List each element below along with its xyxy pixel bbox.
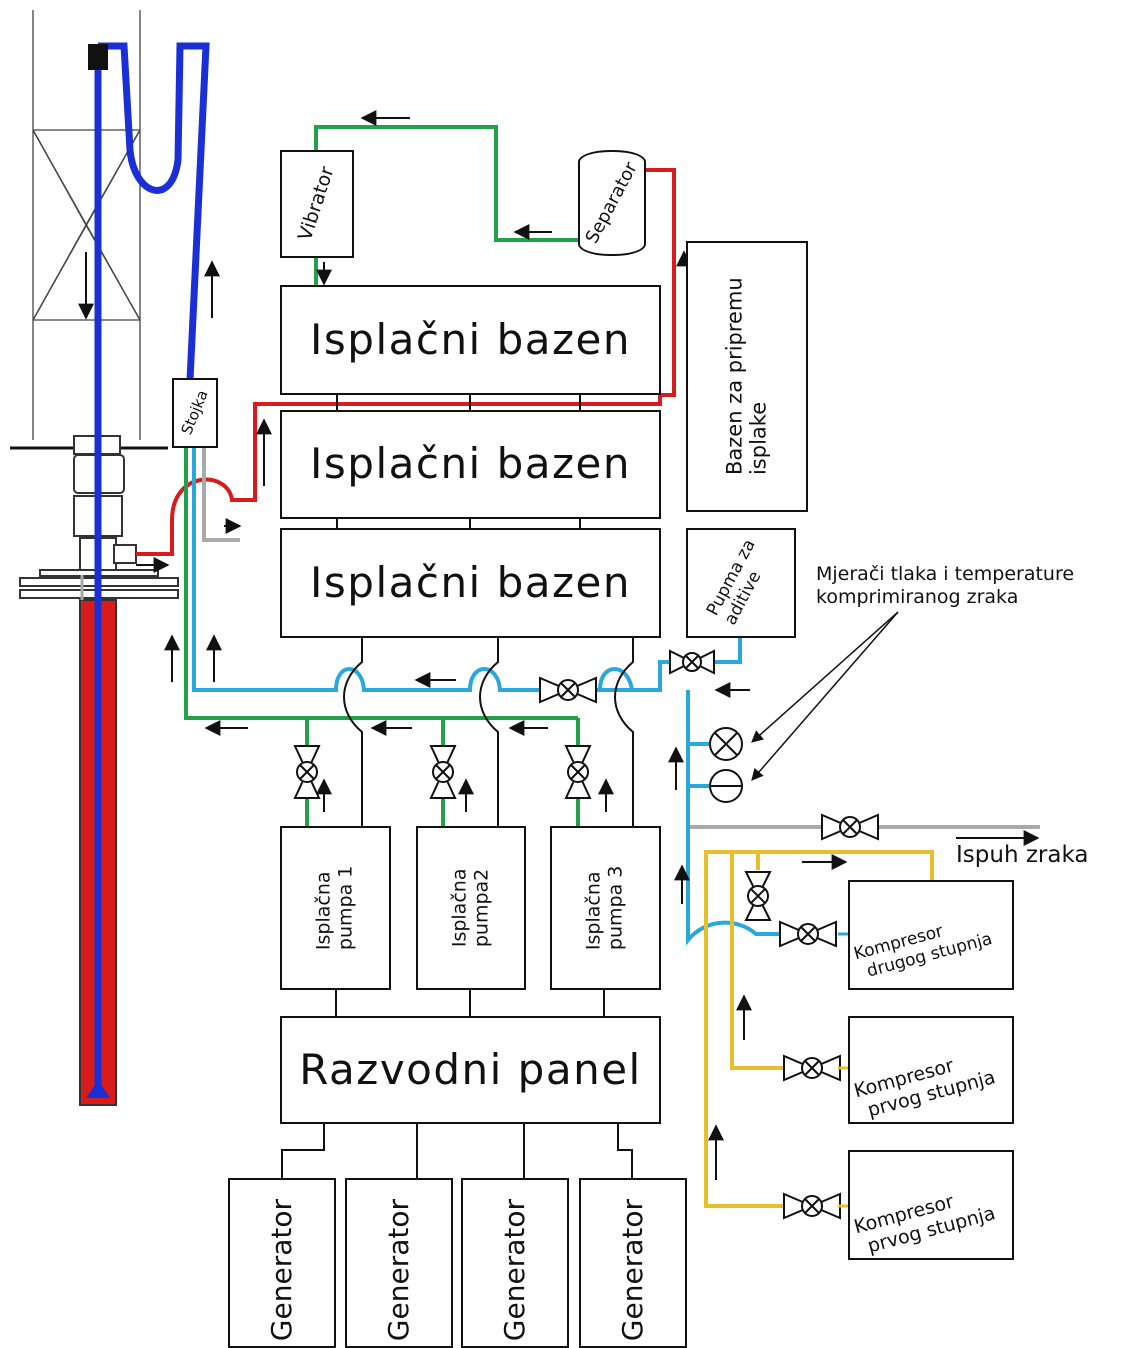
mud-pump-3-label-line1: Isplačna bbox=[582, 871, 605, 951]
vibrator-box: Vibrator bbox=[280, 150, 354, 258]
distribution-panel-label: Razvodni panel bbox=[299, 1044, 642, 1094]
mud-prep-label-line1: Bazen za pripremu bbox=[722, 277, 747, 476]
valve bbox=[669, 649, 715, 675]
valve bbox=[564, 745, 592, 799]
mud-return-line bbox=[136, 395, 662, 556]
mud-pump-2-label-line1: Isplačna bbox=[448, 868, 471, 948]
additive-pump-label: Pupma za aditive bbox=[703, 537, 778, 629]
valve bbox=[429, 745, 457, 799]
mud-pump-2-label-line2: pumpa2 bbox=[470, 868, 492, 948]
air-lines bbox=[192, 448, 800, 946]
valve bbox=[744, 871, 772, 921]
valve bbox=[821, 813, 879, 841]
temperature-gauge-icon bbox=[709, 769, 743, 803]
distribution-panel: Razvodni panel bbox=[280, 1016, 661, 1124]
mud-pump-1-label: Isplačna pumpa 1 bbox=[312, 865, 358, 951]
separator-feed-line bbox=[646, 168, 676, 397]
flow-arrows bbox=[78, 110, 1040, 1180]
pump-panel-links bbox=[335, 990, 605, 1016]
additive-pump-box: Pupma za aditive bbox=[686, 528, 796, 638]
mud-prep-label-line2: isplake bbox=[747, 402, 772, 476]
generator-label: Generator bbox=[264, 1198, 298, 1341]
mud-pump-3-label: Isplačna pumpa 3 bbox=[582, 865, 628, 951]
top-drive bbox=[88, 44, 108, 70]
mud-pump-2-label: Isplačna pumpa2 bbox=[448, 868, 493, 948]
tank-pump-hoses bbox=[343, 637, 634, 826]
valve bbox=[783, 1192, 841, 1220]
panel-generator-links bbox=[281, 1124, 633, 1178]
mud-pump-1-label-line1: Isplačna bbox=[312, 871, 335, 951]
generator-1: Generator bbox=[228, 1178, 336, 1348]
separator-vessel: Separator bbox=[578, 150, 646, 256]
generator-label: Generator bbox=[615, 1198, 649, 1341]
mud-tank-label: Isplačni bazen bbox=[310, 314, 631, 364]
stojka-drain-line bbox=[202, 448, 240, 542]
tank-connectors bbox=[336, 394, 581, 528]
compressor-first-stage-b bbox=[848, 1150, 1014, 1260]
valves bbox=[293, 649, 879, 1220]
drill-bit bbox=[86, 1080, 110, 1098]
gauge-pointer bbox=[751, 611, 899, 781]
gauge-pointer bbox=[751, 611, 899, 743]
gauges-caption-line1: Mjerači tlaka i temperature bbox=[816, 563, 1075, 585]
valve bbox=[779, 920, 837, 948]
mud-pump-3-label-line2: pumpa 3 bbox=[604, 865, 627, 951]
generator-4: Generator bbox=[579, 1178, 687, 1348]
valve bbox=[539, 676, 597, 704]
stojka-label: Stojka bbox=[177, 387, 212, 438]
generator-3: Generator bbox=[461, 1178, 569, 1348]
valve bbox=[293, 745, 321, 799]
exhaust-label: Ispuh zraka bbox=[956, 842, 1089, 868]
vibrator-label: Vibrator bbox=[293, 164, 339, 244]
mud-tank-1: Isplačni bazen bbox=[280, 285, 661, 395]
gauges-caption: Mjerači tlaka i temperature komprimirano… bbox=[816, 563, 1074, 609]
mud-pump-1: Isplačna pumpa 1 bbox=[280, 826, 391, 990]
mud-tank-2: Isplačni bazen bbox=[280, 410, 661, 519]
mud-pump-2: Isplačna pumpa2 bbox=[416, 826, 526, 990]
mud-prep-label: Bazen za pripremu isplake bbox=[723, 278, 771, 476]
drill-string bbox=[94, 42, 210, 1092]
compressor-first-stage-a bbox=[848, 1016, 1014, 1124]
mud-prep-tank: Bazen za pripremu isplake bbox=[686, 241, 808, 512]
mud-tank-label: Isplačni bazen bbox=[310, 439, 631, 489]
compressor-lines bbox=[704, 850, 934, 1208]
mud-tank-3: Isplačni bazen bbox=[280, 528, 661, 638]
generator-2: Generator bbox=[345, 1178, 453, 1348]
valve bbox=[783, 1054, 841, 1082]
pressure-gauge-icon bbox=[709, 727, 743, 761]
compressor-second-stage bbox=[848, 880, 1014, 990]
gauges-caption-line2: komprimiranog zraka bbox=[816, 585, 1019, 608]
generator-label: Generator bbox=[497, 1198, 531, 1341]
mud-tank-label: Isplačni bazen bbox=[310, 557, 631, 607]
generator-label: Generator bbox=[381, 1198, 415, 1341]
mud-pump-1-label-line2: pumpa 1 bbox=[334, 865, 357, 951]
separator-label: Separator bbox=[581, 158, 642, 247]
stojka-box: Stojka bbox=[172, 378, 218, 448]
mud-pump-3: Isplačna pumpa 3 bbox=[550, 826, 661, 990]
